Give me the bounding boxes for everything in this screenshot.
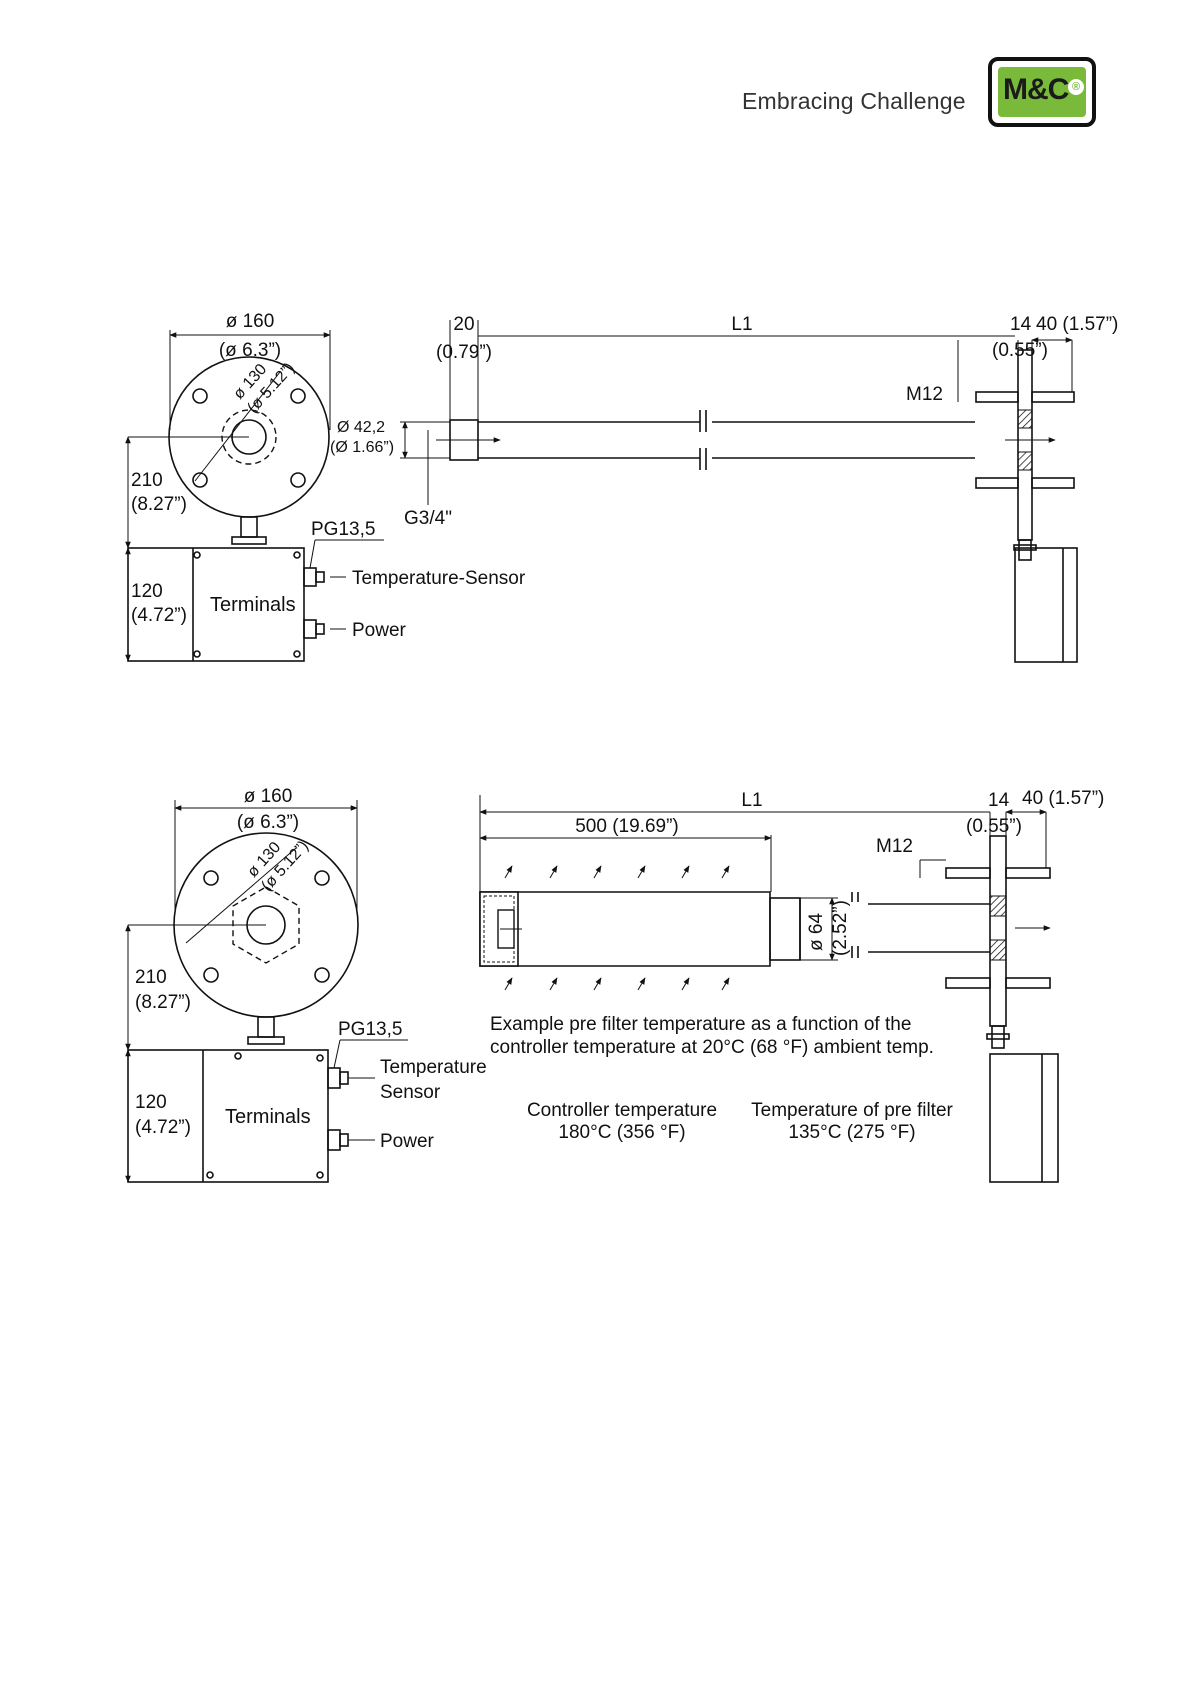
d2-height-120: 120 — [135, 1092, 167, 1113]
d1-dim-20-in: (0.79”) — [436, 342, 492, 363]
d2-dim-40: 40 (1.57”) — [1022, 788, 1104, 809]
d2-prefilter-value: 135°C (275 °F) — [788, 1122, 915, 1143]
d2-height-210: 210 — [135, 967, 167, 988]
side-view-2: ø 160 (ø 6.3”) ø 130 (ø 5.12”) 210 (8.27… — [125, 786, 487, 1183]
d1-dim-40: 40 (1.57”) — [1036, 314, 1118, 335]
d2-power: Power — [380, 1131, 435, 1152]
d2-height-120-in: (4.72”) — [135, 1117, 191, 1138]
d1-side-diameter: ø 160 — [226, 311, 275, 332]
d1-terminals: Terminals — [210, 594, 296, 616]
d2-dim-14: 14 — [988, 790, 1010, 811]
d2-side-diameter: ø 160 — [244, 786, 293, 807]
d1-height-210-in: (8.27”) — [131, 494, 187, 515]
front-view-1: 20 (0.79”) L1 Ø 42,2 (Ø 1.66”) — [330, 314, 1118, 663]
d2-controller-label: Controller temperature — [527, 1100, 717, 1121]
filter-element — [483, 895, 522, 963]
d2-prefilter-label: Temperature of pre filter — [751, 1100, 953, 1121]
d2-temp-sensor-1: Temperature — [380, 1057, 487, 1078]
d1-dim-20: 20 — [453, 314, 474, 335]
tagline: Embracing Challenge — [742, 88, 966, 114]
d2-height-210-in: (8.27”) — [135, 992, 191, 1013]
heat-arrows — [504, 865, 730, 991]
d2-filter-dia-in: (2.52”) — [830, 900, 851, 956]
d2-terminals: Terminals — [225, 1106, 311, 1128]
d2-dim-14-in: (0.55”) — [966, 816, 1022, 837]
d1-pg: PG13,5 — [311, 519, 375, 540]
d1-thread: G3/4" — [404, 508, 452, 529]
front-view-2: L1 500 (19.69”) — [479, 788, 1104, 1183]
d1-tube-dia-in: (Ø 1.66”) — [330, 439, 394, 456]
d2-note-line2: controller temperature at 20°C (68 °F) a… — [490, 1037, 934, 1058]
drawing-1: ø 160 (ø 6.3”) ø 130 (ø 5.12”) 210 (8.27… — [125, 311, 1118, 663]
d2-m12: M12 — [876, 836, 913, 857]
d2-pg: PG13,5 — [338, 1019, 402, 1040]
d1-height-210: 210 — [131, 470, 163, 491]
front-box-1 — [1014, 547, 1078, 663]
d2-filter-dia: ø 64 — [806, 913, 827, 951]
d1-m12: M12 — [906, 384, 943, 405]
d1-side-diameter-in: (ø 6.3”) — [219, 340, 281, 361]
d2-note-line1: Example pre filter temperature as a func… — [490, 1014, 911, 1035]
d2-dim-500: 500 (19.69”) — [575, 816, 679, 837]
d1-height-120-in: (4.72”) — [131, 605, 187, 626]
d2-side-diameter-in: (ø 6.3”) — [237, 812, 299, 833]
front-box-2 — [989, 1053, 1059, 1183]
mc-logo: M&C ® — [988, 57, 1096, 127]
logo-text: M&C — [1003, 73, 1069, 106]
d2-dim-L1: L1 — [741, 790, 762, 811]
d1-dim-14: 14 — [1010, 314, 1032, 335]
registered-mark: ® — [1068, 79, 1084, 95]
side-view-1: ø 160 (ø 6.3”) ø 130 (ø 5.12”) 210 (8.27… — [125, 311, 526, 662]
d1-height-120: 120 — [131, 581, 163, 602]
d1-power: Power — [352, 620, 407, 641]
d1-tube-dia: Ø 42,2 — [337, 419, 385, 436]
d1-dim-L1: L1 — [731, 314, 752, 335]
d2-controller-value: 180°C (356 °F) — [558, 1122, 685, 1143]
d1-dim-14-in: (0.55”) — [992, 340, 1048, 361]
drawing-2: ø 160 (ø 6.3”) ø 130 (ø 5.12”) 210 (8.27… — [125, 786, 1104, 1183]
d2-temp-sensor-2: Sensor — [380, 1082, 441, 1103]
d1-temp-sensor: Temperature-Sensor — [352, 568, 526, 589]
